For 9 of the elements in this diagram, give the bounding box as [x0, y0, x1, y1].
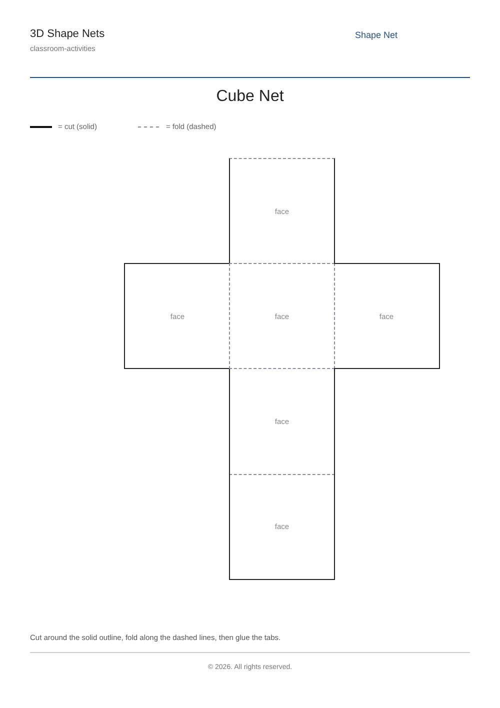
header-title: 3D Shape Nets	[30, 28, 105, 40]
cube-face	[334, 263, 440, 369]
cube-face	[229, 263, 335, 369]
cube-face	[229, 158, 335, 264]
cube-face	[124, 263, 230, 369]
header-link: Shape Net	[355, 30, 398, 40]
cube-face	[229, 369, 335, 475]
cube-face	[229, 474, 335, 580]
diagram-title: Cube Net	[215, 88, 285, 106]
